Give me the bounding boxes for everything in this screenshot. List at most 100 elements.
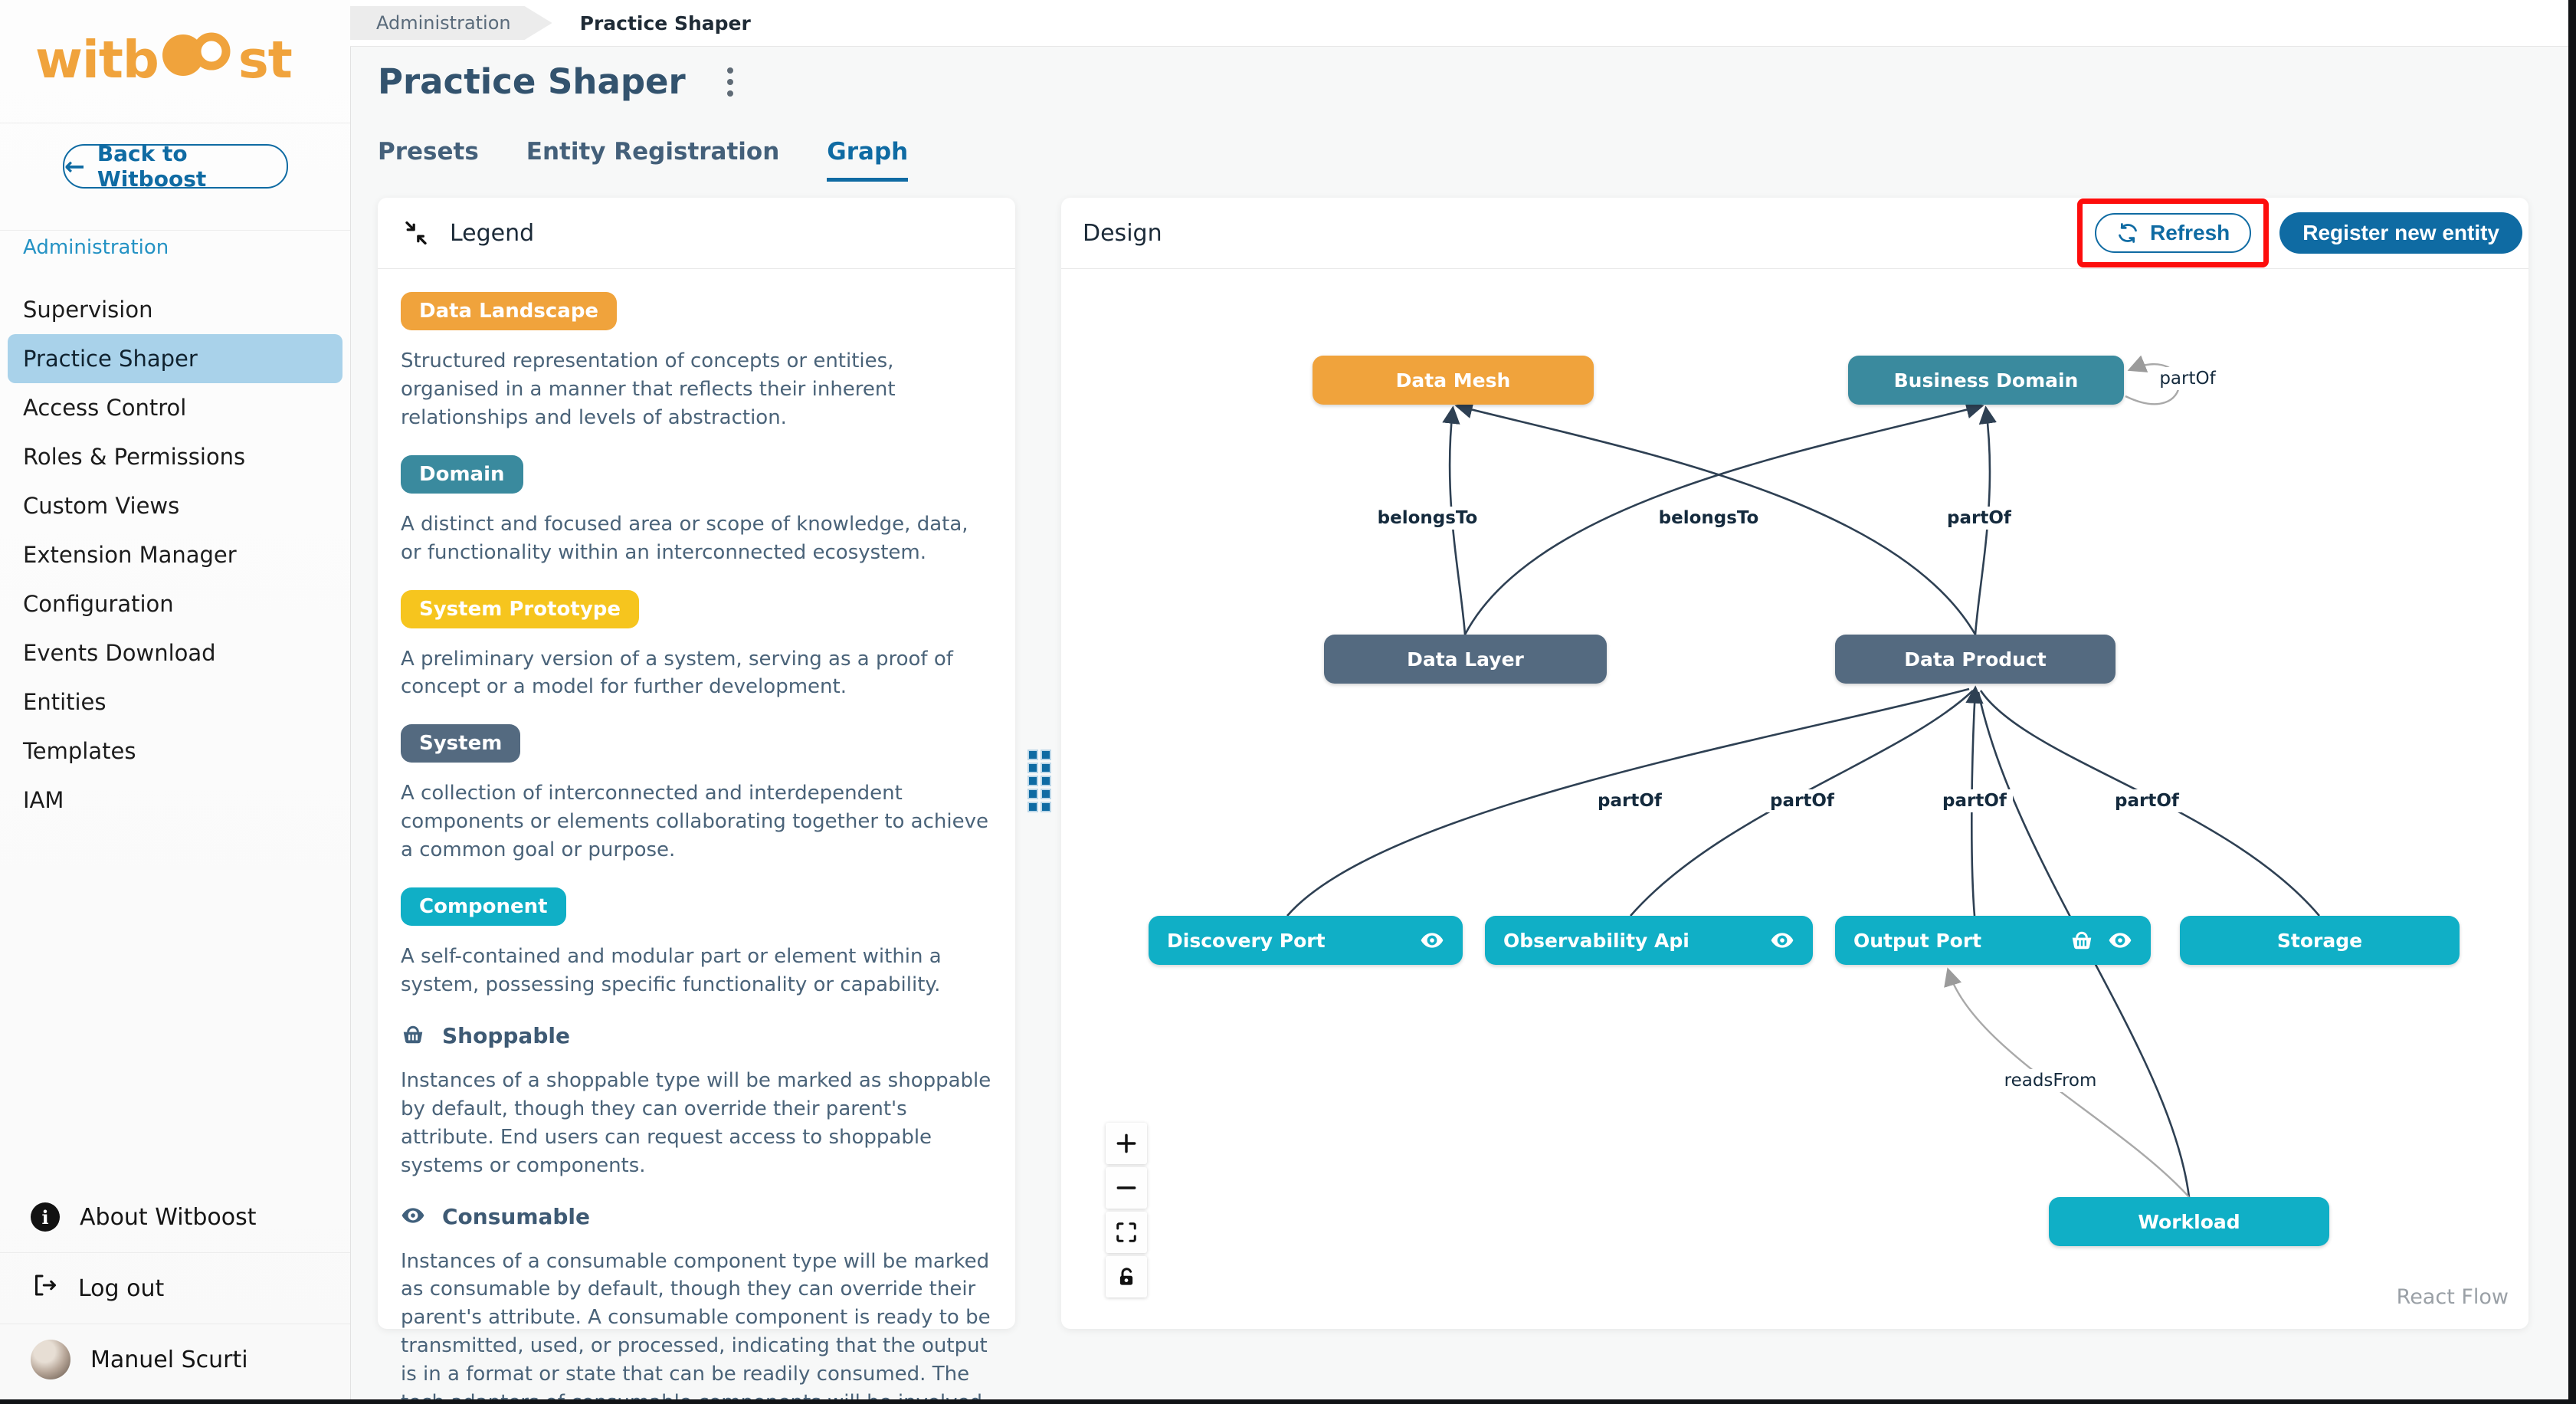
zoom-out-button[interactable] xyxy=(1106,1167,1147,1209)
sidebar-item-supervision[interactable]: Supervision xyxy=(23,297,153,323)
edge-label-observabilityapi-dataproduct: partOf xyxy=(1764,789,1840,812)
sidebar-item-practice-shaper[interactable]: Practice Shaper xyxy=(8,334,342,383)
node-label: Output Port xyxy=(1853,929,1982,952)
edge-label-workload-outputport: readsFrom xyxy=(1998,1069,2103,1092)
basket-icon xyxy=(2070,928,2094,953)
logout-icon xyxy=(31,1271,58,1305)
sidebar-item-entities[interactable]: Entities xyxy=(23,689,107,715)
graph-node-storage[interactable]: Storage xyxy=(2180,916,2460,965)
eye-icon xyxy=(1770,928,1794,953)
legend-title: Legend xyxy=(450,219,535,247)
legend-flag-shoppable: Shoppable xyxy=(401,1022,992,1050)
zoom-in-button[interactable] xyxy=(1106,1123,1147,1164)
tab-entity-registration[interactable]: Entity Registration xyxy=(526,138,780,166)
tab-presets[interactable]: Presets xyxy=(378,138,479,166)
sidebar-item-configuration[interactable]: Configuration xyxy=(23,591,174,617)
graph-node-data-product[interactable]: Data Product xyxy=(1835,635,2116,684)
divider xyxy=(0,1252,350,1253)
legend-description: Instances of a consumable component type… xyxy=(401,1249,991,1400)
graph-node-discovery-port[interactable]: Discovery Port xyxy=(1149,916,1463,965)
legend-badge-system-prototype: System Prototype xyxy=(401,589,640,628)
legend-flag-name: Consumable xyxy=(442,1204,591,1229)
tab-bar: Presets Entity Registration Graph xyxy=(378,138,909,182)
edge-label-dataproduct-businessdomain: partOf xyxy=(1941,507,2017,530)
fit-view-icon xyxy=(1115,1221,1138,1244)
back-arrow-icon: ← xyxy=(64,152,85,181)
node-label: Data Mesh xyxy=(1395,369,1511,392)
legend-badge-component: Component xyxy=(401,887,566,927)
design-title: Design xyxy=(1083,219,1162,247)
breadcrumb-root-label: Administration xyxy=(376,12,511,34)
info-icon: i xyxy=(31,1202,60,1232)
refresh-button[interactable]: Refresh xyxy=(2095,213,2252,253)
lock-button[interactable] xyxy=(1106,1256,1147,1297)
user-menu[interactable]: Manuel Scurti xyxy=(0,1324,350,1395)
eye-icon xyxy=(401,1203,425,1231)
sidebar-section-label: Administration xyxy=(23,236,169,259)
graph-node-output-port[interactable]: Output Port xyxy=(1835,916,2151,965)
edge-label-datalayer-datamesh: belongsTo xyxy=(1371,507,1484,530)
logo-double-o-icon xyxy=(160,28,237,85)
refresh-highlight-annotation: Refresh xyxy=(2077,198,2270,267)
edge-storage-dataproduct[interactable] xyxy=(1979,690,2320,917)
sidebar-item-extension-manager[interactable]: Extension Manager xyxy=(23,542,237,568)
sidebar-item-roles-permissions[interactable]: Roles & Permissions xyxy=(23,444,246,470)
graph-node-data-mesh[interactable]: Data Mesh xyxy=(1313,356,1594,405)
logo-text-left: witb xyxy=(35,30,159,90)
graph-controls xyxy=(1106,1123,1147,1297)
graph-node-workload[interactable]: Workload xyxy=(2049,1197,2329,1246)
sidebar: witb st ← Back to Witboost Administratio… xyxy=(0,0,351,1399)
edge-discoveryport-dataproduct[interactable] xyxy=(1286,687,1970,917)
legend-description: Instances of a shoppable type will be ma… xyxy=(401,1068,991,1177)
node-label: Business Domain xyxy=(1893,369,2079,392)
panel-resize-handle[interactable] xyxy=(1027,750,1051,812)
legend-badge-data-landscape: Data Landscape xyxy=(401,292,618,330)
witboost-logo: witb st xyxy=(35,28,293,90)
register-new-entity-button[interactable]: Register new entity xyxy=(2279,212,2522,254)
unlock-icon xyxy=(1115,1265,1138,1288)
node-label: Data Product xyxy=(1904,648,2047,671)
logout-button[interactable]: Log out xyxy=(0,1253,350,1324)
edge-label-dataproduct-datamesh: belongsTo xyxy=(1652,507,1765,530)
sidebar-item-templates[interactable]: Templates xyxy=(23,738,136,764)
kebab-menu-icon[interactable] xyxy=(723,63,738,101)
sidebar-item-events-download[interactable]: Events Download xyxy=(23,640,216,666)
legend-description: A preliminary version of a system, servi… xyxy=(401,647,953,699)
graph-node-business-domain[interactable]: Business Domain xyxy=(1848,356,2124,405)
graph-node-observability-api[interactable]: Observability Api xyxy=(1485,916,1813,965)
legend-description: A collection of interconnected and inter… xyxy=(401,782,988,862)
sidebar-item-iam[interactable]: IAM xyxy=(23,787,64,813)
node-label: Discovery Port xyxy=(1167,929,1326,952)
breadcrumb-current: Practice Shaper xyxy=(579,11,751,34)
about-witboost-button[interactable]: i About Witboost xyxy=(0,1182,350,1252)
topbar: Administration Practice Shaper xyxy=(350,0,2568,47)
edge-datalayer-datamesh[interactable] xyxy=(1442,405,1467,635)
legend-description: A distinct and focused area or scope of … xyxy=(401,512,968,564)
node-label: Storage xyxy=(2276,929,2363,952)
sidebar-item-custom-views[interactable]: Custom Views xyxy=(23,493,180,519)
graph-node-data-layer[interactable]: Data Layer xyxy=(1324,635,1607,684)
legend-description: A self-contained and modular part or ele… xyxy=(401,945,942,996)
logo-text-right: st xyxy=(238,30,293,90)
node-label: Workload xyxy=(2138,1210,2240,1233)
edge-label-outputport-dataproduct: partOf xyxy=(1936,789,2013,812)
tab-graph[interactable]: Graph xyxy=(827,138,909,182)
sidebar-item-access-control[interactable]: Access Control xyxy=(23,395,187,421)
collapse-legend-icon[interactable] xyxy=(399,216,433,250)
breadcrumb-administration[interactable]: Administration xyxy=(350,6,552,40)
fit-view-button[interactable] xyxy=(1106,1212,1147,1253)
refresh-icon xyxy=(2116,221,2139,244)
back-to-witboost-button[interactable]: ← Back to Witboost xyxy=(63,141,288,192)
minus-icon xyxy=(1114,1176,1139,1200)
edge-label-businessdomain-selfloop: partOf xyxy=(2153,367,2222,390)
legend-description: Structured representation of concepts or… xyxy=(401,349,896,429)
edge-dataproduct-businessdomain[interactable] xyxy=(1974,405,1997,635)
legend-badge-domain: Domain xyxy=(401,454,523,494)
edge-dataproduct-datamesh[interactable] xyxy=(1454,401,1977,635)
edge-datalayer-businessdomain[interactable] xyxy=(1463,401,1984,635)
